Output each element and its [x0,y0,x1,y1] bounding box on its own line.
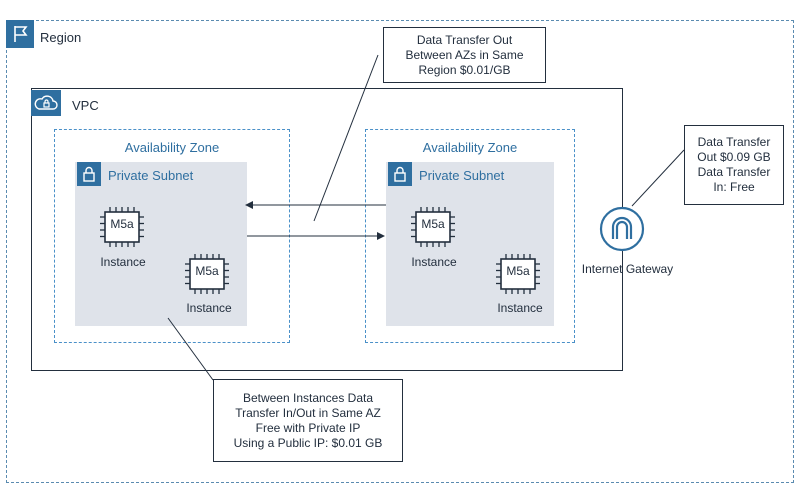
region-flag-icon [6,20,34,48]
vpc-cloud-icon [31,90,61,116]
subnet-1-lock-icon [77,162,101,186]
instance-type-label: M5a [195,264,219,278]
callout-line: In: Free [713,180,755,194]
callout-internet-transfer: Data Transfer Out $0.09 GB Data Transfer… [684,125,784,205]
instance-type-label: M5a [506,264,530,278]
internet-gateway-icon [599,206,645,252]
leader-internet [631,149,685,207]
callout-line: Data Transfer [697,135,771,149]
ec2-instance-chip-icon: M5a [408,206,458,248]
region-boundary [6,20,794,483]
region-label: Region [40,30,82,45]
instance-label: Instance [497,301,543,315]
callout-line: Using a Public IP: $0.01 GB [233,435,383,450]
subnet-2-lock-icon [388,162,412,186]
callout-line: Free with Private IP [255,420,361,435]
callout-line: Transfer In/Out in Same AZ [235,405,381,420]
callout-line: Data Transfer Out [416,32,513,47]
instance-label: Instance [100,255,146,269]
callout-line: Between AZs in Same [405,47,524,62]
instance-type-label: M5a [421,217,445,231]
instance-type-label: M5a [110,217,134,231]
instance-label: Instance [186,301,232,315]
subnet-1-label: Private Subnet [108,168,194,183]
callout-same-az: Between Instances Data Transfer In/Out i… [213,379,403,462]
instance-label: Instance [411,255,457,269]
availability-zone-2-label: Availability Zone [422,140,518,155]
callout-line: Out $0.09 GB [697,150,771,164]
internet-gateway-label: Internet Gateway [581,262,674,276]
private-subnet-1 [75,162,247,326]
callout-line: Between Instances Data [242,390,374,405]
ec2-instance-chip-icon: M5a [493,253,543,295]
availability-zone-1-label: Availability Zone [124,140,220,155]
leader-same-az [167,317,214,381]
leader-between-azs [313,54,379,222]
vpc-label: VPC [72,98,99,113]
subnet-2-label: Private Subnet [419,168,505,183]
private-subnet-2 [386,162,554,326]
ec2-instance-chip-icon: M5a [182,253,232,295]
ec2-instance-chip-icon: M5a [97,206,147,248]
callout-line: Data Transfer [697,165,771,179]
callout-between-azs: Data Transfer Out Between AZs in Same Re… [383,27,546,83]
callout-line: Region $0.01/GB [418,62,511,77]
